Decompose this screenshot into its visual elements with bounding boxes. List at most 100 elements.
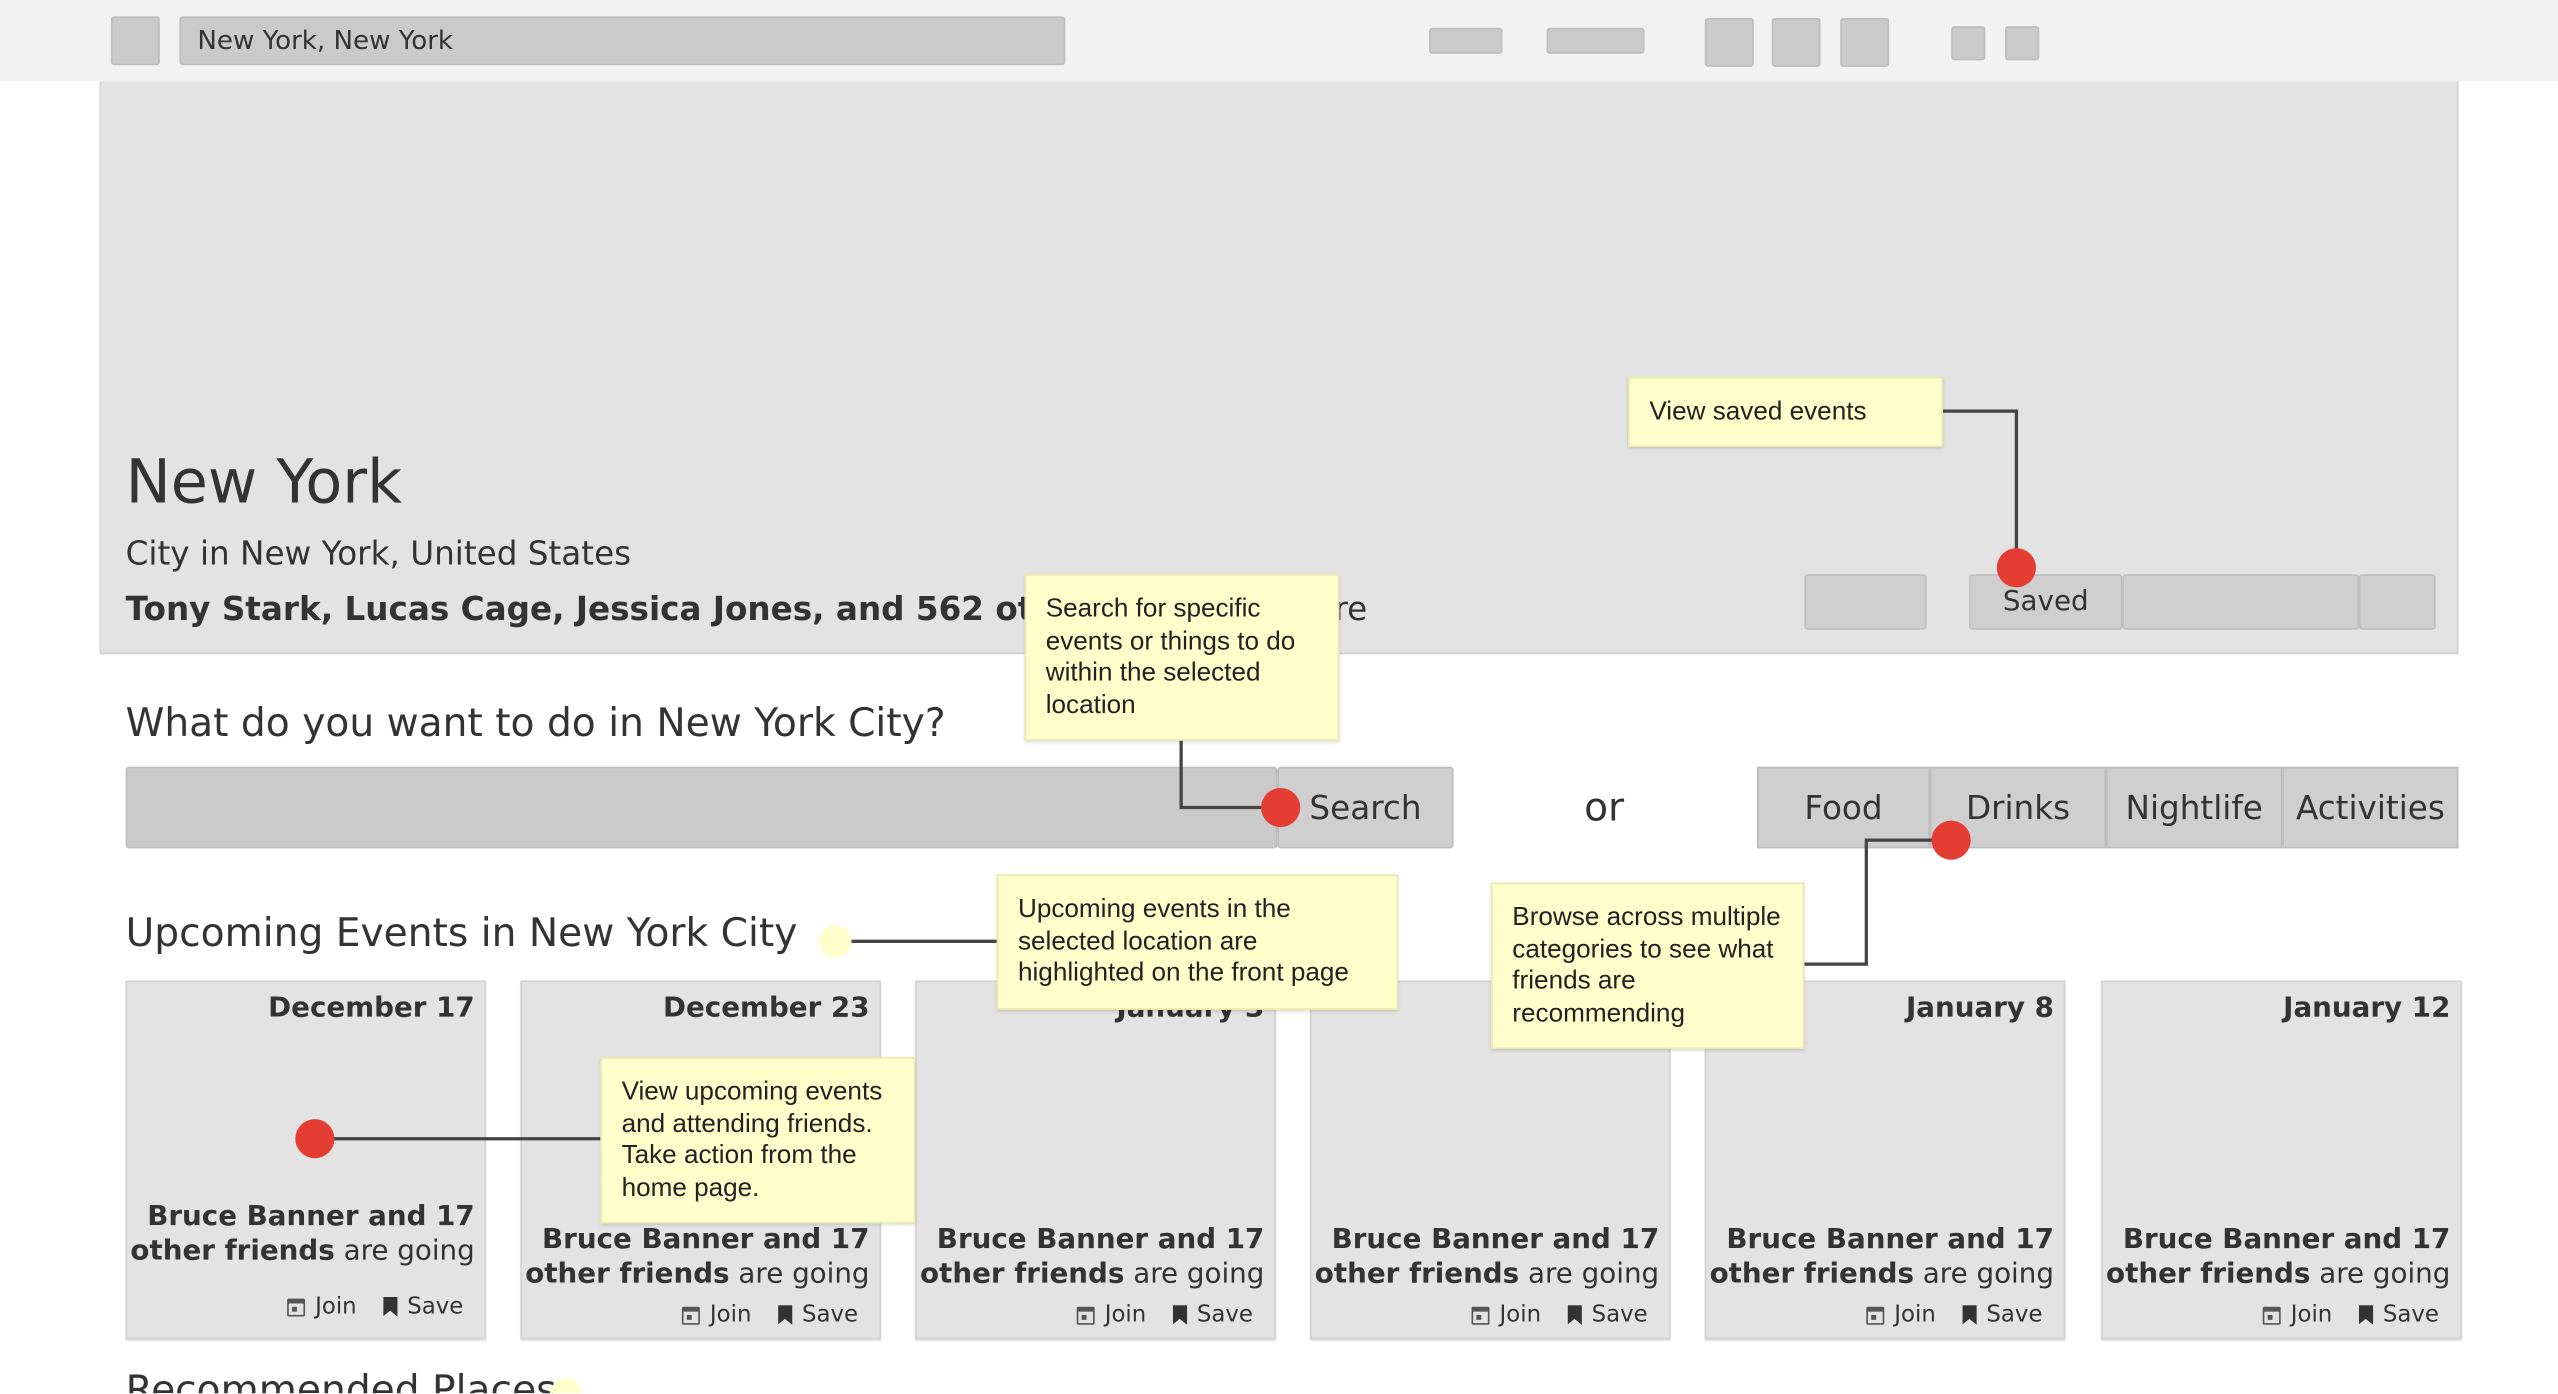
- annotation-marker-saved: [1996, 548, 2036, 588]
- menu-button[interactable]: [110, 16, 160, 66]
- recommended-places-heading: Recommended Places: [125, 1367, 557, 1394]
- category-nightlife-button[interactable]: Nightlife: [2106, 766, 2283, 849]
- annotation-marker-categories: [1931, 820, 1971, 860]
- calendar-icon: [1076, 1305, 1095, 1324]
- join-button[interactable]: Join: [682, 1302, 751, 1328]
- join-button[interactable]: Join: [287, 1293, 357, 1320]
- hero-friends-tail: re: [1334, 589, 1367, 628]
- event-friends-text: Bruce Banner and 17 other friends are go…: [1703, 1224, 2054, 1293]
- toolbar-small-button-2[interactable]: [2004, 26, 2040, 61]
- annotation-categories: Browse across multiple categories to see…: [1491, 882, 1805, 1049]
- join-button[interactable]: Join: [1471, 1301, 1542, 1328]
- event-friends-status: are going: [1913, 1257, 2054, 1291]
- join-button[interactable]: Join: [2263, 1302, 2332, 1328]
- toolbar-button-3[interactable]: [1840, 17, 1890, 67]
- event-friends-status: are going: [1519, 1257, 1660, 1291]
- nav-link-2[interactable]: [1546, 27, 1645, 54]
- bookmark-icon: [2358, 1305, 2374, 1325]
- hero-friends-names: Tony Stark, Lucas Cage, Jessica Jones, a…: [125, 588, 1137, 629]
- save-button[interactable]: Save: [1567, 1302, 1648, 1328]
- hero-banner: [99, 81, 2459, 655]
- event-friends-names: Bruce Banner and 17 other friends: [525, 1223, 870, 1291]
- location-input[interactable]: New York, New York: [179, 16, 1066, 66]
- hero-tab-1[interactable]: [1804, 574, 1927, 630]
- hero-friends-tail-text: re: [1334, 588, 1368, 629]
- event-friends-text: Bruce Banner and 17 other friends are go…: [914, 1223, 1265, 1293]
- join-label: Join: [2290, 1301, 2333, 1328]
- annotation-cards: View upcoming events and attending frien…: [600, 1057, 916, 1224]
- calendar-icon: [2263, 1305, 2281, 1324]
- annotation-upcoming: Upcoming events in the selected location…: [996, 874, 1399, 1010]
- save-button[interactable]: Save: [777, 1301, 859, 1328]
- annotation-marker-cards: [295, 1119, 335, 1159]
- join-label: Join: [315, 1293, 357, 1320]
- event-actions: Join Save: [2263, 1302, 2439, 1328]
- event-friends-names: Bruce Banner and 17 other friends: [2106, 1223, 2451, 1291]
- event-card[interactable]: Bruce Banner and 17 other friends are go…: [1308, 980, 1671, 1340]
- save-label: Save: [802, 1301, 859, 1328]
- nav-link-1[interactable]: [1429, 27, 1503, 54]
- category-drinks-button[interactable]: Drinks: [1929, 766, 2107, 849]
- connector-categories: [1804, 838, 1952, 966]
- page-subtitle: City in New York, United States: [125, 533, 632, 573]
- search-question: What do you want to do in New York City?: [125, 699, 946, 746]
- event-friends-text: Bruce Banner and 17 other friends are go…: [124, 1200, 475, 1270]
- annotation-saved: View saved events: [1628, 376, 1943, 448]
- connector-search: [1179, 740, 1281, 810]
- annotation-search: Search for specific events or things to …: [1024, 574, 1340, 741]
- event-date: January 12: [2283, 991, 2451, 1025]
- category-activities-button[interactable]: Activities: [2282, 766, 2459, 849]
- event-date: December 23: [662, 991, 870, 1025]
- hero-friends-text: Tony Stark, Lucas Cage, Jessica Jones, a…: [126, 589, 1137, 628]
- event-friends-status: are going: [334, 1234, 475, 1268]
- save-button[interactable]: Save: [382, 1293, 464, 1320]
- event-friends-names: Bruce Banner and 17 other friends: [1314, 1223, 1660, 1291]
- bookmark-icon: [777, 1305, 793, 1325]
- event-friends-status: are going: [1124, 1257, 1265, 1291]
- event-friends-text: Bruce Banner and 17 other friends are go…: [1308, 1224, 1659, 1293]
- search-button[interactable]: Search: [1277, 766, 1454, 849]
- event-friends-names: Bruce Banner and 17 other friends: [920, 1223, 1265, 1291]
- bookmark-icon: [1567, 1305, 1582, 1325]
- join-label: Join: [709, 1301, 752, 1328]
- join-button[interactable]: Join: [1076, 1302, 1146, 1328]
- save-button[interactable]: Save: [1961, 1301, 2043, 1328]
- save-label: Save: [407, 1293, 464, 1320]
- calendar-icon: [1471, 1305, 1490, 1324]
- toolbar-button-1[interactable]: [1704, 17, 1754, 67]
- event-actions: Join Save: [1076, 1302, 1253, 1328]
- hero-tab-3[interactable]: [2122, 574, 2360, 630]
- saved-button[interactable]: Saved: [1969, 574, 2123, 630]
- upcoming-events-heading: Upcoming Events in New York City: [125, 910, 798, 957]
- event-friends-text: Bruce Banner and 17 other friends are go…: [519, 1223, 870, 1293]
- event-card[interactable]: December 17 Bruce Banner and 17 other fri…: [124, 980, 487, 1340]
- event-friends-text: Bruce Banner and 17 other friends are go…: [2100, 1223, 2451, 1293]
- page-title: New York: [125, 447, 403, 518]
- event-friends-status: are going: [729, 1257, 870, 1291]
- event-friends-status: are going: [2310, 1257, 2451, 1291]
- bookmark-icon: [382, 1296, 398, 1317]
- save-button[interactable]: Save: [2358, 1302, 2439, 1328]
- event-friends-names: Bruce Banner and 17 other friends: [130, 1200, 475, 1268]
- toolbar-button-2[interactable]: [1771, 17, 1821, 67]
- join-button[interactable]: Join: [1866, 1301, 1936, 1328]
- save-label: Save: [1986, 1301, 2043, 1328]
- join-label: Join: [1499, 1301, 1542, 1328]
- event-date: January 8: [1905, 991, 2054, 1025]
- hero-tab-4[interactable]: [2359, 574, 2436, 630]
- category-food-button[interactable]: Food: [1757, 766, 1930, 849]
- bookmark-icon: [1961, 1305, 1977, 1325]
- search-input[interactable]: [125, 766, 1278, 849]
- event-actions: Join Save: [287, 1294, 463, 1320]
- calendar-icon: [682, 1305, 701, 1324]
- or-separator: or: [1584, 784, 1625, 831]
- annotation-marker-upcoming: [818, 925, 852, 958]
- join-label: Join: [1894, 1301, 1936, 1328]
- event-card[interactable]: January 12 Bruce Banner and 17 other frie…: [2100, 980, 2462, 1340]
- event-date: December 17: [268, 991, 475, 1025]
- save-button[interactable]: Save: [1172, 1302, 1253, 1328]
- calendar-icon: [287, 1297, 306, 1316]
- toolbar-small-button-1[interactable]: [1951, 26, 1986, 61]
- calendar-icon: [1866, 1305, 1885, 1324]
